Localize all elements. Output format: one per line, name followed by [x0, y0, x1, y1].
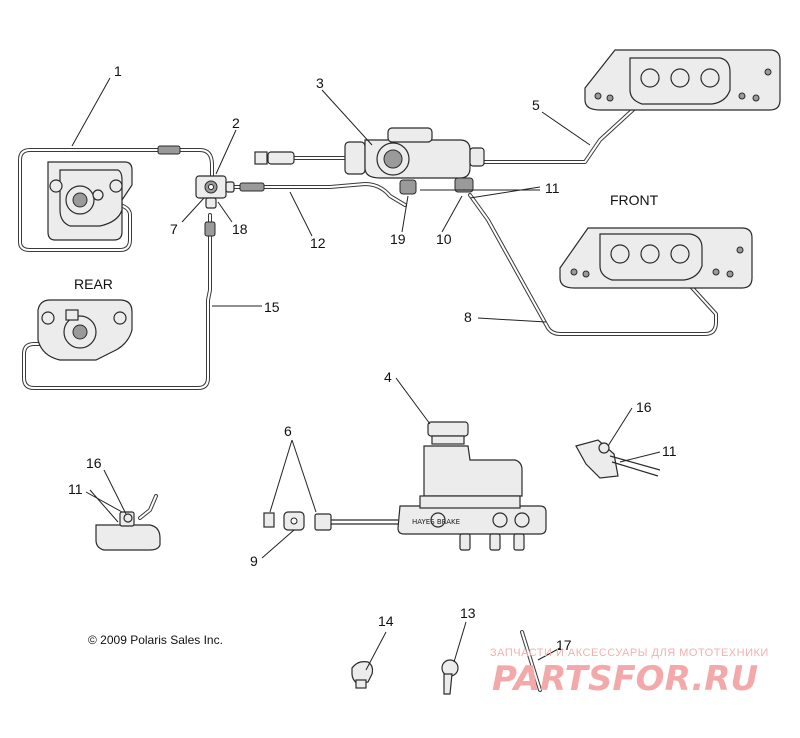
callout-18: 18 — [232, 221, 248, 237]
front-bleeder-detail — [575, 439, 661, 479]
brake-junction-block — [195, 175, 235, 209]
leader-lines — [71, 77, 661, 671]
callout-13: 13 — [460, 605, 476, 621]
callout-17: 17 — [556, 637, 572, 653]
callout-7: 7 — [170, 221, 178, 237]
copyright-text: © 2009 Polaris Sales Inc. — [88, 633, 223, 647]
rear-caliper-lower — [37, 299, 133, 361]
master-cylinder-detail: HAYES BRAKE — [263, 421, 547, 551]
rear-caliper-upper — [47, 161, 133, 241]
callout-6: 6 — [284, 423, 292, 439]
callout-3: 3 — [316, 75, 324, 91]
callout-14: 14 — [378, 613, 394, 629]
front-brake-line-8 — [468, 193, 718, 336]
callout-4: 4 — [384, 369, 392, 385]
clip-14 — [351, 661, 374, 689]
callout-16-right: 16 — [636, 399, 652, 415]
rear-bleeder-detail — [95, 494, 161, 551]
callout-8: 8 — [464, 309, 472, 325]
callout-1: 1 — [114, 63, 122, 79]
watermark-tagline: ЗАПЧАСТИ И АКСЕССУАРЫ ДЛЯ МОТОТЕХНИКИ — [490, 647, 769, 659]
callout-5: 5 — [532, 97, 540, 113]
callout-16-left: 16 — [86, 455, 102, 471]
callout-12: 12 — [310, 235, 326, 251]
callout-11-left: 11 — [68, 481, 83, 497]
master-cylinder-top — [344, 127, 485, 195]
callout-11-right: 11 — [662, 443, 677, 459]
callout-19: 19 — [390, 231, 406, 247]
rear-brake-line-lower — [22, 213, 216, 390]
front-caliper-upper — [584, 49, 781, 111]
rear-brake-line-upper — [18, 145, 214, 252]
front-brake-line-5 — [473, 83, 662, 164]
rear-label: REAR — [74, 276, 113, 292]
pedal-cable — [254, 151, 347, 165]
brake-line-12 — [230, 182, 407, 207]
front-label: FRONT — [610, 192, 659, 208]
front-caliper-lower — [559, 227, 753, 289]
callout-2: 2 — [232, 115, 240, 131]
callout-15: 15 — [264, 299, 280, 315]
tie-strap-17 — [520, 630, 542, 692]
callout-11-top: 11 — [545, 180, 560, 196]
callout-9: 9 — [250, 553, 258, 569]
cylinder-brand-text: HAYES BRAKE — [412, 518, 460, 526]
watermark-brand: PARTSFOR.RU — [492, 659, 758, 699]
clip-13 — [441, 659, 459, 695]
callout-10: 10 — [436, 231, 452, 247]
